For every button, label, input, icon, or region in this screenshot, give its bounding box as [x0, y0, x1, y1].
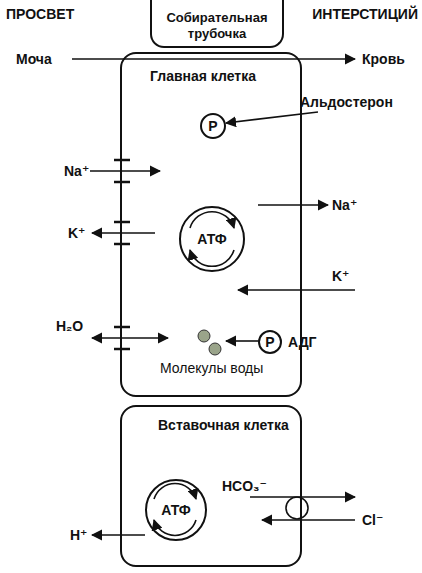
ion-label: АДГ — [288, 334, 317, 350]
duct-box: Собирательная трубочка — [150, 0, 284, 48]
ion-label: H₂O — [56, 318, 83, 334]
circle-node: P — [258, 330, 282, 354]
circle-node: АТФ — [145, 479, 207, 541]
symbol-label: P — [265, 334, 274, 350]
cell-box: Главная клеткаP АТФ P — [120, 52, 302, 397]
ion-label: Na⁺ — [332, 197, 357, 213]
flow-arrow — [72, 58, 355, 60]
ion-arrow — [250, 496, 355, 498]
channel-symbol — [114, 326, 130, 329]
channel-symbol — [114, 181, 130, 184]
water-molecule — [209, 343, 221, 355]
node-title: Главная клетка — [150, 68, 292, 84]
ion-label: Альдостерон — [300, 94, 393, 110]
region-label: ИНТЕРСТИЦИЙ — [312, 6, 418, 22]
ion-label: K⁺ — [68, 225, 86, 241]
hormone-arrow — [226, 112, 318, 123]
water-arrow — [92, 337, 168, 339]
circle-node: АТФ — [179, 206, 245, 272]
node-title: Вставочная клетка — [158, 417, 292, 433]
ion-label: Молекулы воды — [160, 360, 263, 376]
ion-arrow — [262, 519, 355, 521]
ion-label: H⁺ — [70, 527, 88, 543]
water-molecule — [198, 330, 210, 342]
cycle-arrow — [154, 520, 196, 535]
channel-symbol — [114, 243, 130, 246]
channel-symbol — [114, 221, 130, 224]
cycle-arrow — [154, 484, 196, 499]
water-arrow — [226, 340, 258, 342]
channel-symbol — [114, 159, 130, 162]
ion-arrow — [92, 534, 145, 536]
ion-arrow — [258, 204, 328, 206]
cycle-arrow — [190, 250, 234, 266]
circle-node: P — [200, 113, 226, 139]
ion-label: K⁺ — [332, 268, 350, 284]
ion-label: HCO₃⁻ — [222, 478, 267, 494]
ion-label: Моча — [16, 51, 52, 67]
cell-box: Вставочная клеткаАТФ — [120, 405, 302, 567]
ion-arrow — [238, 289, 355, 291]
region-label: ПРОСВЕТ — [6, 6, 74, 22]
ion-arrow — [92, 232, 155, 234]
symbol-label: АТФ — [161, 502, 190, 518]
ion-arrow — [90, 170, 160, 172]
symbol-label: P — [208, 118, 217, 134]
cycle-arrow — [190, 212, 234, 228]
ion-label: Cl⁻ — [362, 512, 383, 528]
channel-symbol — [114, 348, 130, 351]
ion-label: Na⁺ — [64, 163, 89, 179]
symbol-label: АТФ — [197, 231, 226, 247]
exchanger-symbol — [286, 497, 308, 519]
ion-label: Кровь — [362, 51, 405, 67]
node-title: Собирательная трубочка — [154, 10, 280, 42]
